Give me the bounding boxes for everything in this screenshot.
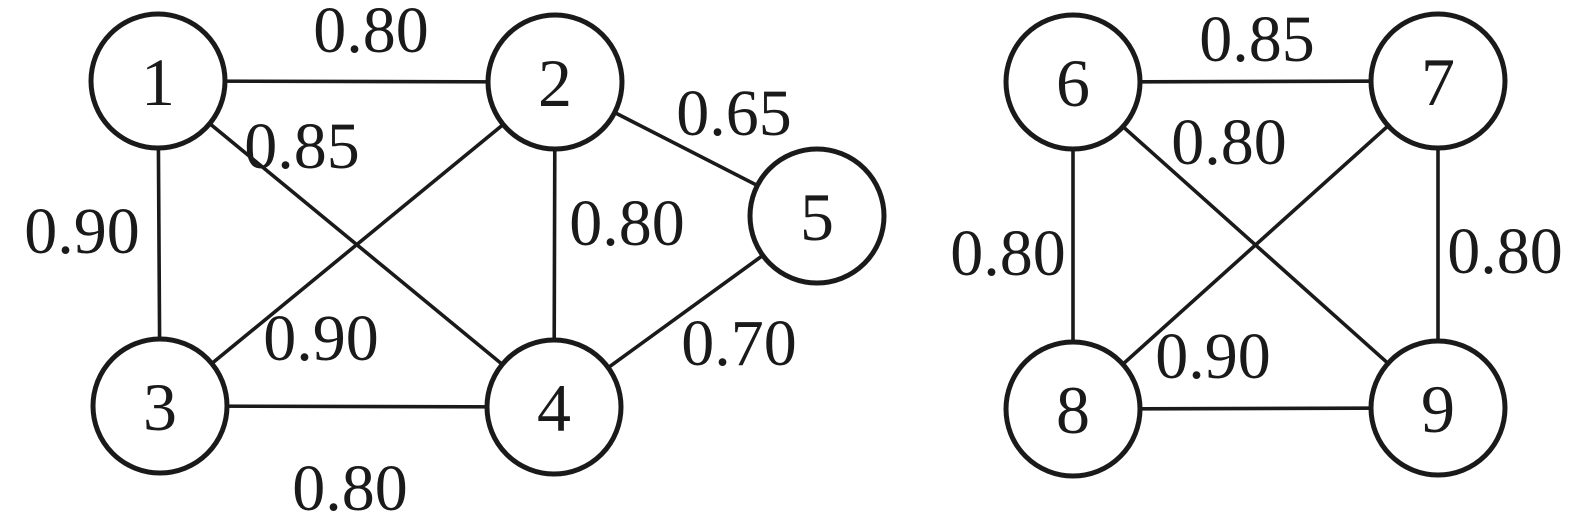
edge-weight-6-8: 0.80 — [950, 217, 1066, 290]
edge-7-8 — [1071, 79, 1440, 411]
node-1 — [88, 11, 228, 151]
node-label-1: 1 — [141, 44, 175, 120]
edge-weight-1-4: 0.85 — [244, 110, 360, 183]
edge-weight-1-2: 0.80 — [313, 0, 429, 67]
edge-weight-2-3: 0.90 — [263, 302, 379, 375]
node-8 — [1003, 339, 1143, 479]
edge-weight-7-8: 0.90 — [1155, 320, 1271, 393]
left-graph: 1 2 3 4 5 0.80 0.90 0.85 0.90 0.80 0.65 0.80 0.70 — [24, 0, 887, 520]
node-label-7: 7 — [1421, 44, 1455, 120]
node-9 — [1368, 338, 1508, 478]
edge-weight-7-9: 0.80 — [1447, 215, 1563, 288]
edge-weight-4-5: 0.70 — [681, 307, 797, 380]
node-label-8: 8 — [1056, 372, 1090, 448]
node-label-6: 6 — [1056, 45, 1090, 121]
edge-weight-1-3: 0.90 — [24, 195, 140, 268]
edge-weight-6-9: 0.80 — [1171, 106, 1287, 179]
edge-weight-2-5: 0.65 — [676, 77, 792, 150]
node-label-4: 4 — [537, 370, 571, 446]
node-4 — [484, 337, 624, 477]
node-label-9: 9 — [1421, 371, 1455, 447]
node-3 — [90, 336, 230, 476]
node-2 — [485, 12, 625, 152]
edge-weight-2-4: 0.80 — [569, 187, 685, 260]
node-7 — [1368, 11, 1508, 151]
node-label-5: 5 — [800, 179, 834, 255]
edge-2-3 — [158, 80, 557, 408]
node-5 — [747, 146, 887, 286]
right-graph: 6 7 8 9 0.85 0.80 0.80 0.90 0.80 — [950, 3, 1563, 479]
node-6 — [1003, 12, 1143, 152]
node-label-2: 2 — [538, 45, 572, 121]
edge-weight-3-4: 0.80 — [292, 452, 408, 520]
edge-weight-6-7: 0.85 — [1199, 3, 1315, 76]
node-label-3: 3 — [143, 369, 177, 445]
